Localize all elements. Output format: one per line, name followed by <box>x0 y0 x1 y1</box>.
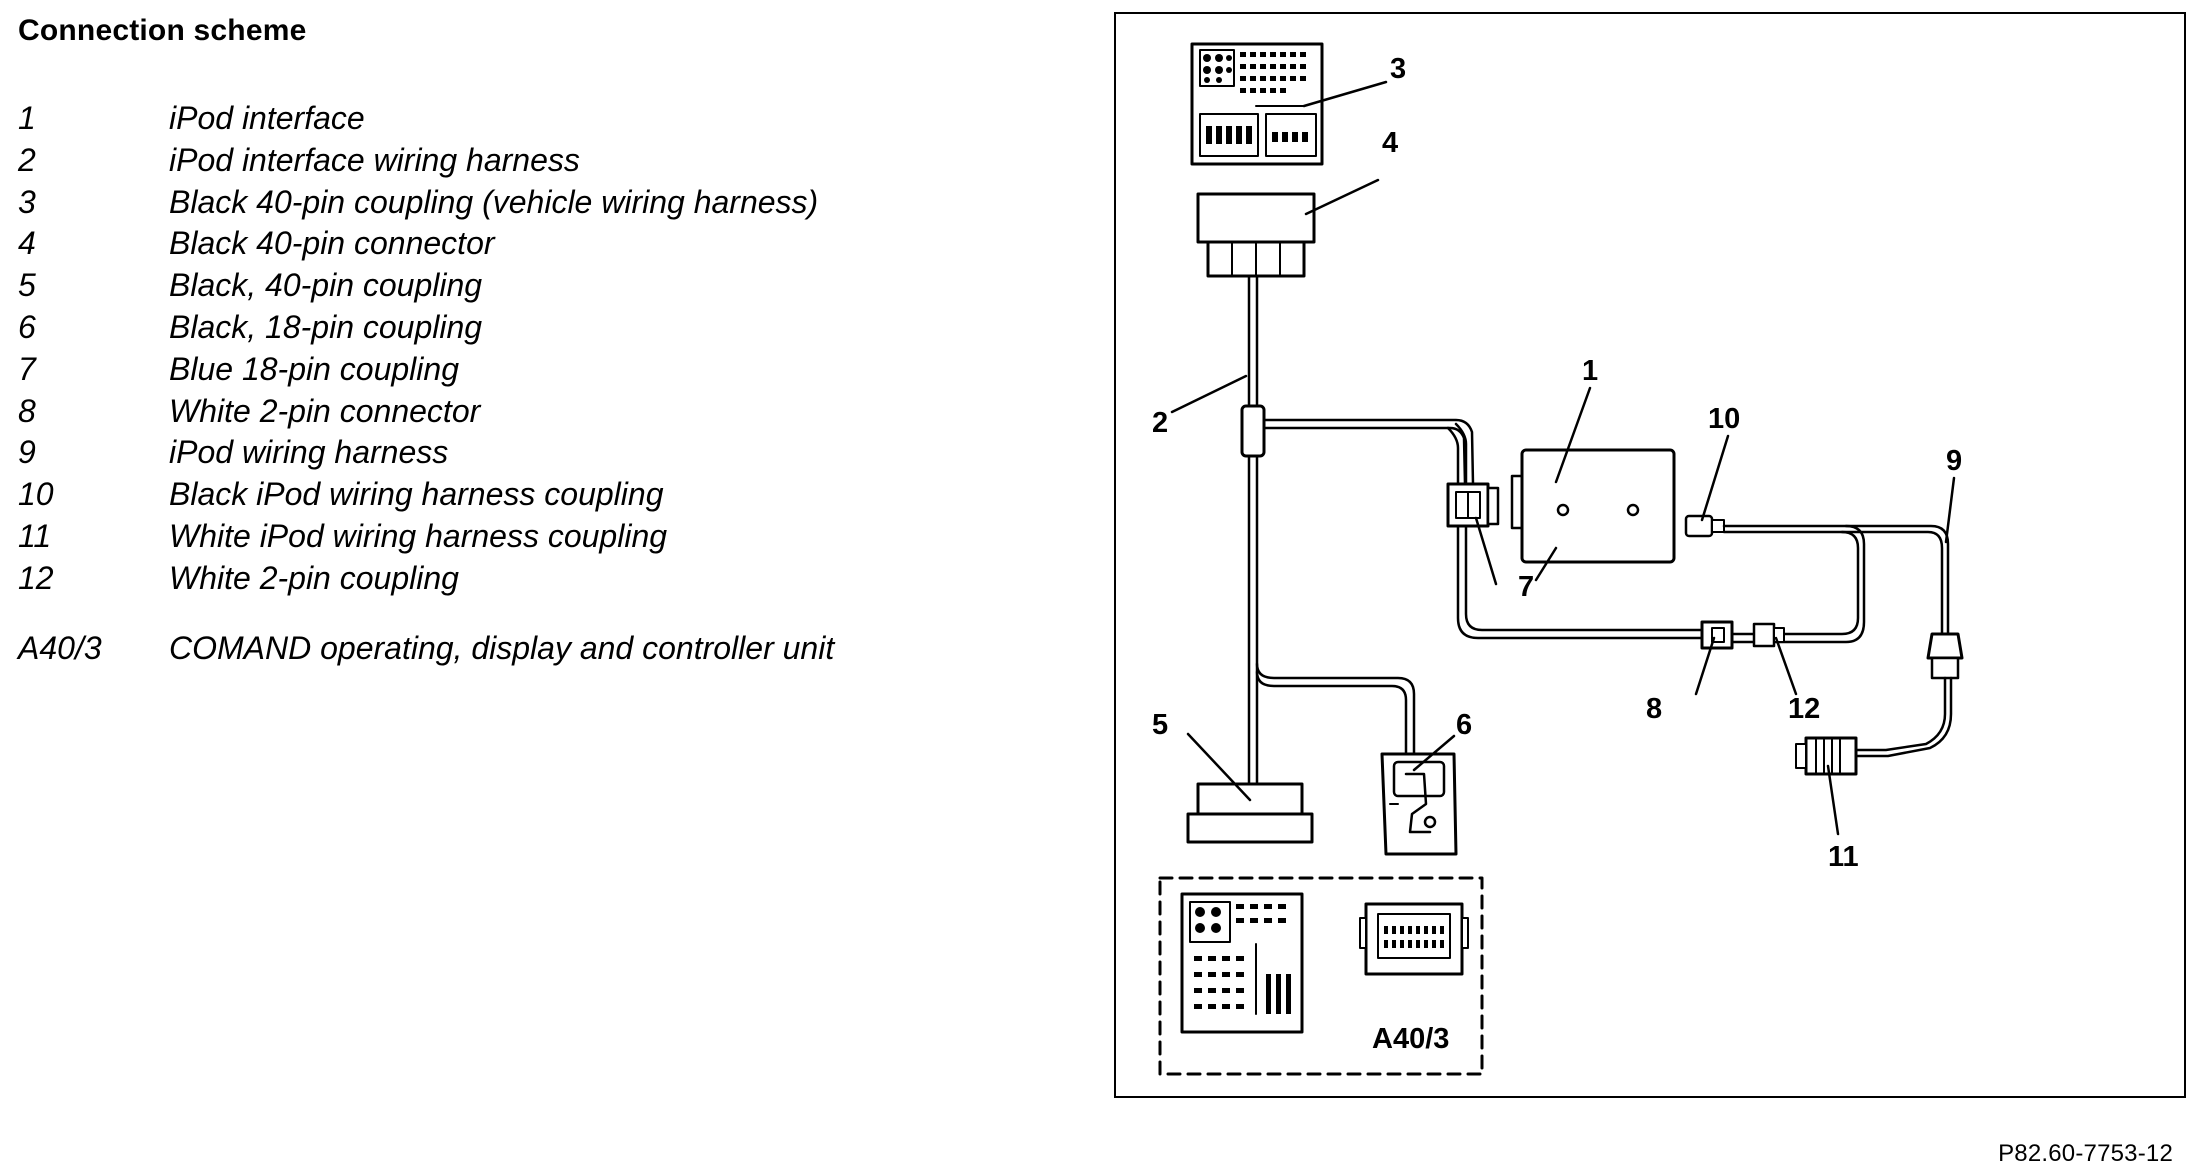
comand-unit-a40-3 <box>1158 876 1484 1076</box>
harness-branch-to-interface <box>1262 418 1475 486</box>
legend-description: White 2-pin connector <box>169 392 481 429</box>
callout-11: 11 <box>1828 841 1859 873</box>
ipod-harness-coupling-10 <box>1684 514 1725 538</box>
legend-number: 11 <box>18 517 52 554</box>
legend-description: Black 40-pin coupling (vehicle wiring ha… <box>169 183 819 220</box>
legend-number: 4 <box>18 225 36 262</box>
legend-description: White iPod wiring harness coupling <box>169 517 668 554</box>
legend-number: A40/3 <box>18 629 102 666</box>
callout-7: 7 <box>1518 571 1534 603</box>
figure-reference: P82.60-7753-12 <box>1998 1140 2173 1167</box>
callout-2: 2 <box>1152 407 1168 439</box>
ipod-interface-1 <box>1510 448 1676 564</box>
harness-branch-to-coupling-6 <box>1255 662 1416 756</box>
harness-branch-to-connector-8 <box>1446 422 1704 640</box>
legend-description: iPod interface wiring harness <box>169 141 580 178</box>
leader-lines <box>1170 80 1956 836</box>
ipod-wiring-harness-9 <box>1700 524 1950 644</box>
legend-description: Blue 18-pin coupling <box>169 350 459 387</box>
legend-number: 1 <box>18 100 36 136</box>
legend-description: Black 40-pin connector <box>169 225 495 262</box>
coupling-6 <box>1380 752 1458 856</box>
legend-number: 12 <box>18 559 54 596</box>
vehicle-coupling-3 <box>1190 42 1324 166</box>
legend-description: Black, 18-pin coupling <box>169 308 483 345</box>
legend-number: 2 <box>18 141 36 178</box>
legend-number: 3 <box>18 183 36 220</box>
callout-4: 4 <box>1382 127 1398 159</box>
callout-9: 9 <box>1946 445 1962 477</box>
harness-9-sleeve <box>1926 632 1964 680</box>
legend-description: iPod interface <box>169 100 365 136</box>
harness-junction <box>1240 404 1266 458</box>
connector-8 <box>1700 620 1734 650</box>
harness-9-lead-to-11 <box>1854 676 1953 758</box>
harness-trunk-2 <box>1247 274 1259 786</box>
legend-number: 9 <box>18 434 36 471</box>
diagram-frame: 3 4 2 1 10 9 7 8 12 11 6 5 A40/3 <box>1114 12 2186 1098</box>
page-title: Connection scheme <box>18 14 307 47</box>
wiring-diagram: 3 4 2 1 10 9 7 8 12 11 6 5 A40/3 <box>1152 42 1964 1076</box>
legend-description: COMAND operating, display and controller… <box>169 629 835 666</box>
legend-number: 10 <box>18 476 54 513</box>
callout-1: 1 <box>1582 355 1598 387</box>
legend-description: White 2-pin coupling <box>169 559 459 596</box>
callout-6: 6 <box>1456 709 1472 741</box>
unit-label-a40-3: A40/3 <box>1372 1023 1449 1055</box>
callout-10: 10 <box>1708 403 1740 435</box>
callout-5: 5 <box>1152 709 1168 741</box>
callout-12: 12 <box>1788 693 1820 725</box>
legend-number: 5 <box>18 267 36 304</box>
connector-4 <box>1196 192 1316 278</box>
legend-number: 7 <box>18 350 36 387</box>
legend-number: 6 <box>18 308 36 345</box>
legend-description: Black iPod wiring harness coupling <box>169 476 664 513</box>
legend-description: iPod wiring harness <box>169 434 449 471</box>
callout-8: 8 <box>1646 693 1662 725</box>
coupling-7 <box>1446 482 1500 528</box>
ipod-harness-coupling-11 <box>1795 736 1858 776</box>
legend-description: Black, 40-pin coupling <box>169 267 483 304</box>
legend-number: 8 <box>18 392 36 429</box>
coupling-12 <box>1752 622 1785 648</box>
coupling-5 <box>1186 782 1314 844</box>
callout-3: 3 <box>1390 53 1406 85</box>
